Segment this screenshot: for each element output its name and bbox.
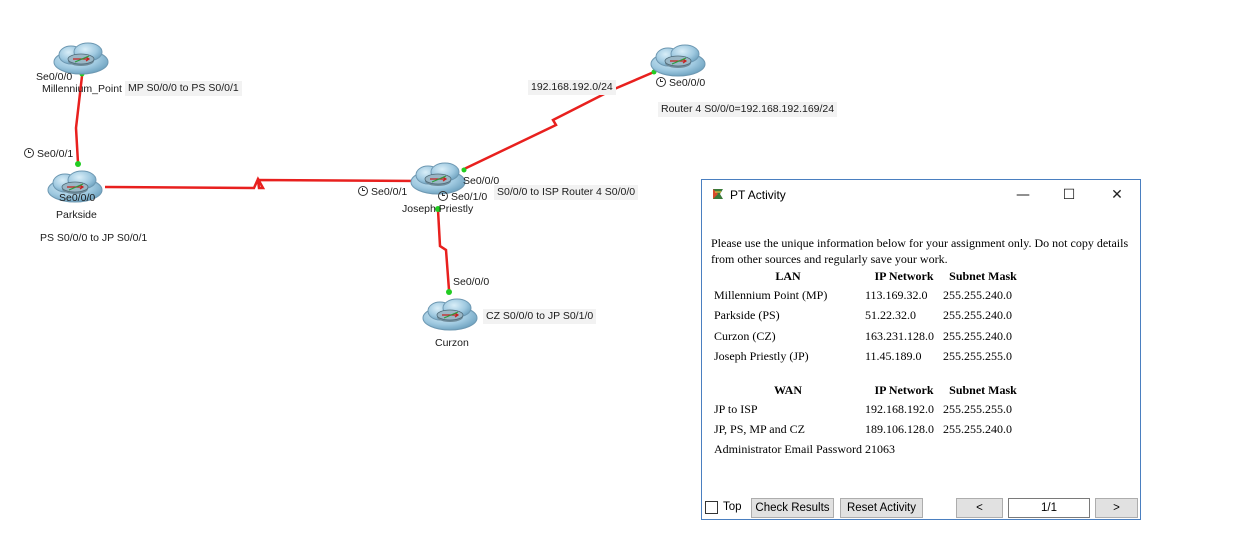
lan-table: LAN IP Network Subnet Mask Millennium Po… [711,267,1023,367]
port-label-isp-se000: Se0/0/0 [656,77,705,90]
check-results-button[interactable]: Check Results [751,498,834,518]
device-label-millennium-point[interactable]: Millennium_Point [42,83,122,95]
window-title: PT Activity [730,188,786,202]
lan-network: 11.45.189.0 [865,349,922,364]
clock-icon [656,77,666,87]
admin-password-text: Administrator Email Password 21063 [714,442,895,456]
note-ps-jp[interactable]: PS S0/0/0 to JP S0/0/1 [40,232,148,244]
port-status-dot [75,161,81,167]
note-cz-jp[interactable]: CZ S0/0/0 to JP S0/1/0 [483,309,597,324]
port-label-ps-se000: Se0/0/0 [59,192,96,204]
clock-icon [358,186,368,196]
wan-table: WAN IP Network Subnet Mask JP to ISP 192… [711,381,1023,440]
reset-activity-button[interactable]: Reset Activity [840,498,923,518]
lan-network: 163.231.128.0 [865,328,934,343]
clock-icon [24,148,34,158]
lan-mask: 255.255.240.0 [943,308,1012,323]
page-indicator[interactable]: 1/1 [1008,498,1090,518]
port-status-dot [461,167,467,173]
note-jp-isp[interactable]: S0/0/0 to ISP Router 4 S0/0/0 [494,185,639,200]
lan-header-mask: Subnet Mask [949,268,1017,283]
table-row: Joseph Priestly (JP) 11.45.189.0 255.255… [711,347,1023,368]
wan-link: JP to ISP [714,401,758,416]
table-row: Millennium Point (MP) 113.169.32.0 255.2… [711,285,1023,306]
lan-site: Joseph Priestly (JP) [714,349,809,364]
pt-activity-window[interactable]: PT Activity — ☐ ✕ Please use the unique … [701,179,1141,520]
lan-site: Curzon (CZ) [714,328,776,343]
title-bar[interactable]: PT Activity — ☐ ✕ [702,180,1140,210]
next-page-button[interactable]: > [1095,498,1138,518]
lan-site: Millennium Point (MP) [714,287,828,302]
wan-network: 192.168.192.0 [865,401,934,416]
lan-header-lan: LAN [775,268,801,283]
note-mp-ps[interactable]: MP S0/0/0 to PS S0/0/1 [125,81,242,96]
lan-network: 51.22.32.0 [865,308,916,323]
clock-icon [438,191,448,201]
activity-instructions: Please use the unique information below … [711,235,1131,457]
port-status-dot [435,206,441,212]
link-jp-cz[interactable] [436,209,451,291]
table-row: Parkside (PS) 51.22.32.0 255.255.240.0 [711,306,1023,327]
wan-mask: 255.255.240.0 [943,422,1012,437]
table-row: Curzon (CZ) 163.231.128.0 255.255.240.0 [711,326,1023,347]
port-label-jp-se000: Se0/0/0 [463,175,500,187]
lan-network: 113.169.32.0 [865,287,928,302]
link-jp-isp[interactable] [461,70,655,172]
lan-mask: 255.255.240.0 [943,328,1012,343]
close-button[interactable]: ✕ [1111,187,1123,203]
wan-link: JP, PS, MP and CZ [714,422,805,437]
device-label-parkside[interactable]: Parkside [56,209,97,221]
maximize-button[interactable]: ☐ [1062,187,1076,203]
table-row: JP to ISP 192.168.192.0 255.255.255.0 [711,399,1023,420]
previous-page-button[interactable]: < [956,498,1003,518]
top-checkbox[interactable] [705,501,718,514]
table-row: JP, PS, MP and CZ 189.106.128.0 255.255.… [711,420,1023,441]
intro-text: Please use the unique information below … [711,236,1129,266]
minimize-button[interactable]: — [1016,187,1030,203]
wan-network: 189.106.128.0 [865,422,934,437]
top-checkbox-label[interactable]: Top [723,501,742,513]
port-label-jp-se001: Se0/0/1 [358,186,407,199]
wan-header-wan: WAN [773,382,802,397]
router-icon-millennium-point[interactable] [53,42,109,75]
device-label-curzon[interactable]: Curzon [435,337,469,349]
link-mp-ps[interactable] [74,75,84,164]
lan-mask: 255.255.240.0 [943,287,1012,302]
port-label-cz-se000: Se0/0/0 [453,276,490,288]
lan-header-network: IP Network [874,268,934,283]
wan-mask: 255.255.255.0 [943,401,1012,416]
port-status-dot [446,289,452,295]
note-router4[interactable]: Router 4 S0/0/0=192.168.192.169/24 [658,102,838,117]
dialog-footer: Top Check Results Reset Activity < 1/1 > [702,498,1140,520]
lan-site: Parkside (PS) [714,308,780,323]
wan-header-network: IP Network [874,382,934,397]
link-ps-jp[interactable] [104,176,421,190]
wan-header-mask: Subnet Mask [949,382,1017,397]
port-label-ps-se001: Se0/0/1 [24,148,73,161]
router-icon-curzon[interactable] [422,298,478,331]
device-label-joseph-priestly[interactable]: Joseph Priestly [402,203,474,215]
packet-tracer-icon [713,189,723,199]
router-icon-joseph-priestly[interactable] [410,162,466,195]
note-isp-network[interactable]: 192.168.192.0/24 [528,80,616,95]
router-icon-isp[interactable] [650,44,706,77]
lan-mask: 255.255.255.0 [943,349,1012,364]
port-label-jp-se010: Se0/1/0 [438,191,487,204]
port-label-mp-se000: Se0/0/0 [36,71,73,83]
